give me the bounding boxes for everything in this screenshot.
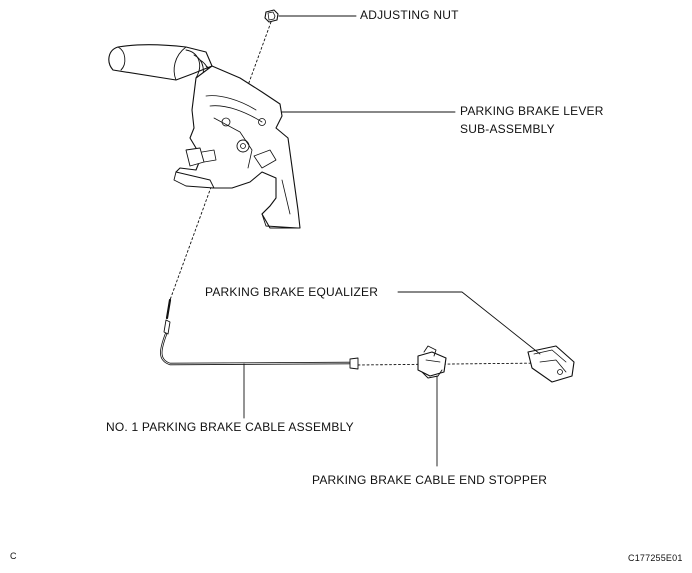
adjusting-nut-part xyxy=(264,9,279,23)
label-end-stopper: PARKING BRAKE CABLE END STOPPER xyxy=(312,473,548,487)
parking-brake-equalizer-part xyxy=(527,345,575,383)
parking-brake-cable-part xyxy=(160,298,359,370)
label-cable-assembly: NO. 1 PARKING BRAKE CABLE ASSEMBLY xyxy=(106,420,354,434)
label-equalizer: PARKING BRAKE EQUALIZER xyxy=(205,285,379,299)
cable-end-stopper-part xyxy=(417,345,447,379)
parking-brake-lever-part xyxy=(108,44,301,229)
assembly-axis-line-horizontal xyxy=(357,362,546,366)
view-letter: C xyxy=(10,551,17,561)
figure-code: C177255E01 xyxy=(628,553,683,563)
label-adjusting-nut: ADJUSTING NUT xyxy=(360,8,459,22)
label-lever-line2: SUB-ASSEMBLY xyxy=(460,122,555,136)
label-lever-line1: PARKING BRAKE LEVER xyxy=(460,104,604,118)
leader-equalizer xyxy=(397,291,541,355)
assembly-axis-line xyxy=(169,21,272,301)
